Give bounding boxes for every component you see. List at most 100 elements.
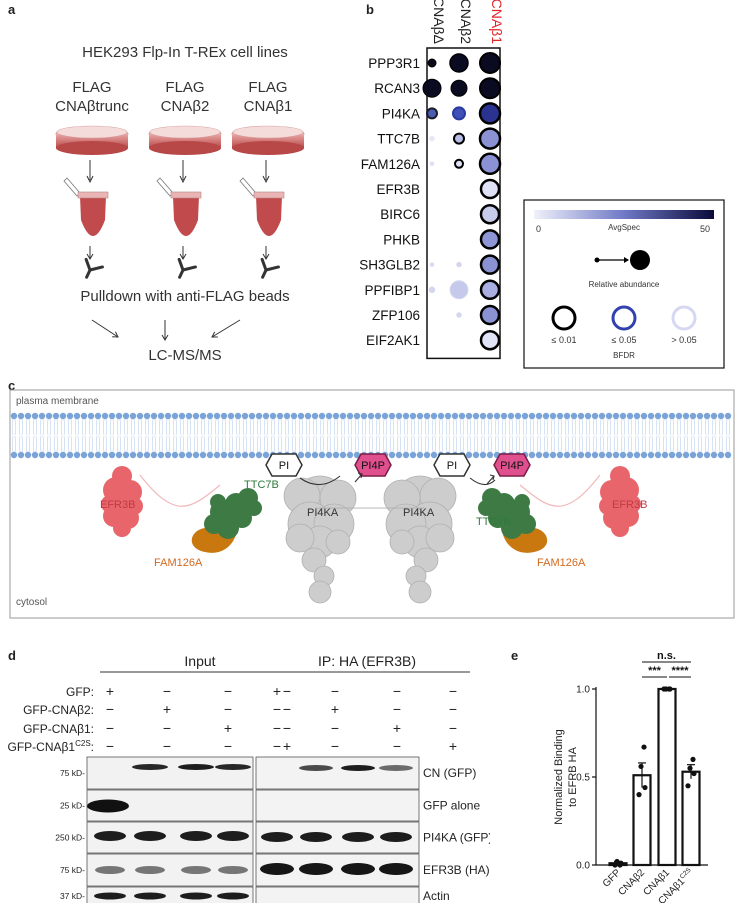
cytosol-label: cytosol xyxy=(16,597,47,608)
y-tick-label-0: 0.0 xyxy=(576,861,590,872)
sign-0-4: + xyxy=(273,683,281,699)
ttc7b-label-right: TTC7B xyxy=(476,516,511,528)
avgspec-max: 50 xyxy=(700,224,710,234)
bar-1 xyxy=(634,775,651,865)
blot-marker-0: 75 kD- xyxy=(60,768,85,778)
condition-label-3: GFP-CNAβ1C2S: xyxy=(8,739,94,754)
dot-plot: CNAβΔCNAβ2CNAβ1PPP3R1RCAN3PI4KATTC7BFAM1… xyxy=(340,0,739,380)
dot-4 xyxy=(451,80,467,96)
dot-17 xyxy=(481,230,499,248)
construct-schematic-0 xyxy=(56,126,128,281)
row-label-4: FAM126A xyxy=(361,157,420,172)
membrane-label: plasma membrane xyxy=(16,396,99,407)
svg-text:PI: PI xyxy=(447,460,457,472)
panel-a-schematic xyxy=(0,0,340,360)
sign-1-5: + xyxy=(331,701,339,717)
bfdr-label: BFDR xyxy=(613,351,635,360)
row-label-5: EFR3B xyxy=(376,182,420,197)
bar-2 xyxy=(659,689,676,865)
dot-2 xyxy=(480,53,500,73)
avgspec-min: 0 xyxy=(536,224,541,234)
y-axis-label-1: to EFRB HA xyxy=(567,746,579,807)
point-2-3 xyxy=(666,686,671,691)
dot-25 xyxy=(481,306,499,324)
bar-chart: 0.00.51.0Normalized Bindingto EFRB HAGFP… xyxy=(500,640,739,903)
blot-marker-2: 250 kD- xyxy=(55,833,85,843)
sign-3-2: − xyxy=(224,738,232,754)
dot-11 xyxy=(480,129,500,149)
efr3b-label-right: EFR3B xyxy=(612,499,647,511)
row-label-3: TTC7B xyxy=(377,132,420,147)
fam126a-label-right: FAM126A xyxy=(537,557,586,569)
pi4ka-label-left: PI4KA xyxy=(307,507,339,519)
row-label-0: PPP3R1 xyxy=(368,56,420,71)
row-label-1: RCAN3 xyxy=(374,81,420,96)
sign-3-1: − xyxy=(163,738,171,754)
sign-1-2: − xyxy=(224,701,232,717)
point-3-0 xyxy=(685,783,690,788)
avgspec-label: AvgSpec xyxy=(608,223,640,232)
condition-label-0: GFP: xyxy=(66,685,94,699)
sign-0-1: − xyxy=(163,683,171,699)
column-header-1: CNAβ2 xyxy=(458,0,474,44)
sign-3-5: − xyxy=(331,738,339,754)
point-3-3 xyxy=(690,757,695,762)
column-header-2: CNAβ1 xyxy=(489,0,505,44)
dot-7 xyxy=(453,107,465,119)
row-label-9: PPFIBP1 xyxy=(364,283,420,298)
ttc7b-label-left: TTC7B xyxy=(244,479,279,491)
row-label-7: PHKB xyxy=(383,232,420,247)
pulldown-label: Pulldown with anti-FLAG beads xyxy=(35,288,335,305)
significance-text-2: n.s. xyxy=(657,650,676,662)
sign-1-1: + xyxy=(163,701,171,717)
sign-1-3: − xyxy=(283,701,291,717)
sign-0-0: + xyxy=(106,683,114,699)
y-tick-label-2: 1.0 xyxy=(576,685,590,696)
blot-ip-4 xyxy=(256,887,419,903)
point-1-1 xyxy=(642,785,647,790)
sign-1-0: − xyxy=(106,701,114,717)
dot-26 xyxy=(481,331,499,349)
point-1-2 xyxy=(638,764,643,769)
input-header: Input xyxy=(184,653,215,669)
x-tick-label-1: CNAβ2 xyxy=(616,867,647,898)
western-blot: InputIP: HA (EFR3B)GFP:+−−−+−−−GFP-CNAβ2… xyxy=(0,640,490,903)
ms-label: LC-MS/MS xyxy=(35,347,335,364)
blot-label-3: EFR3B (HA) xyxy=(423,863,490,877)
blot-marker-3: 75 kD- xyxy=(60,865,85,875)
point-1-3 xyxy=(641,744,646,749)
dot-3 xyxy=(423,79,441,97)
sign-2-7: − xyxy=(449,720,457,736)
dot-0 xyxy=(428,59,436,67)
bfdr-circle-0 xyxy=(553,307,575,329)
sign-0-7: − xyxy=(449,683,457,699)
point-3-1 xyxy=(691,771,696,776)
row-label-6: BIRC6 xyxy=(380,207,420,222)
bar-3 xyxy=(683,772,700,865)
abundance-large-dot xyxy=(630,250,650,270)
dot-18 xyxy=(430,263,434,267)
sign-3-7: + xyxy=(449,738,457,754)
blot-label-1: GFP alone xyxy=(423,799,480,813)
sign-3-6: − xyxy=(393,738,401,754)
significance-text-0: *** xyxy=(648,665,662,677)
dot-21 xyxy=(429,287,435,293)
sign-1-4: − xyxy=(273,701,281,717)
condition-label-1: GFP-CNAβ2: xyxy=(23,703,94,717)
sign-3-4: − xyxy=(273,738,281,754)
dot-20 xyxy=(481,256,499,274)
sign-2-3: − xyxy=(283,720,291,736)
row-label-10: ZFP106 xyxy=(372,308,420,323)
sign-1-6: − xyxy=(393,701,401,717)
svg-text:PI4P: PI4P xyxy=(500,460,524,472)
row-label-2: PI4KA xyxy=(382,106,420,121)
svg-text:PI: PI xyxy=(279,460,289,472)
pi4ka-label-right: PI4KA xyxy=(403,507,435,519)
dot-15 xyxy=(481,180,499,198)
point-3-2 xyxy=(687,766,692,771)
dot-12 xyxy=(430,162,434,166)
sign-2-6: + xyxy=(393,720,401,736)
blot-marker-4: 37 kD- xyxy=(60,891,85,901)
dot-5 xyxy=(480,78,500,98)
dot-9 xyxy=(430,136,435,141)
